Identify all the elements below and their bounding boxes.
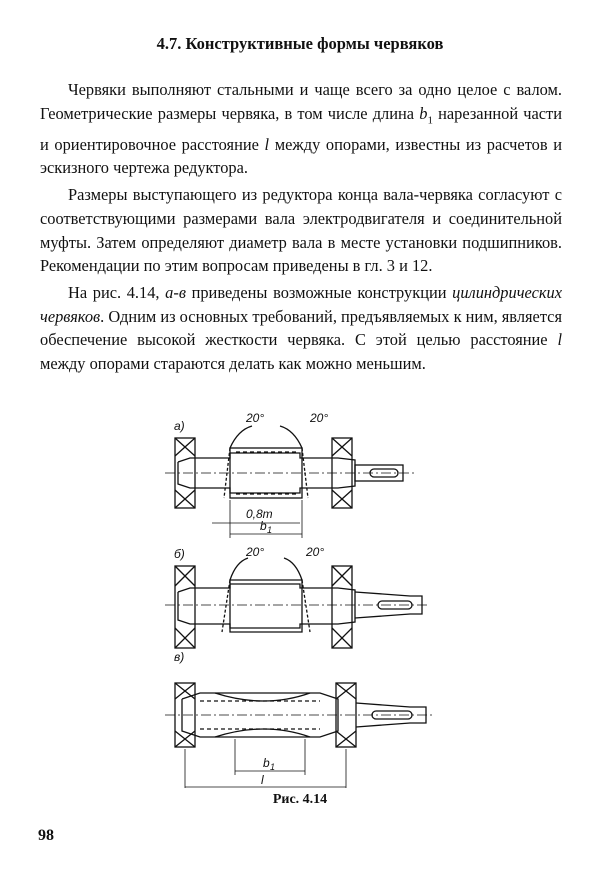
p3-part-a: На рис. 4.14,	[68, 282, 166, 302]
angle-a-left: 20°	[245, 411, 264, 425]
p3-part-d: между опорами стараются делать как можно…	[40, 354, 426, 374]
dim-l-v: l	[261, 773, 264, 787]
p1-part-a: Червяки выполняют стальными и чаще всего…	[40, 80, 562, 123]
dim-b1-a: b	[260, 519, 267, 533]
label-a: а)	[174, 419, 185, 433]
l-symbol: l	[264, 134, 270, 154]
shaft-b-drawing	[165, 557, 428, 649]
figure-ref: а-в	[165, 282, 186, 302]
angle-b-left: 20°	[245, 545, 264, 559]
angle-a-right: 20°	[309, 411, 328, 425]
paragraph-1: Червяки выполняют стальными и чаще всего…	[40, 78, 562, 180]
p3-part-b: приведены возможные конструкции	[185, 282, 453, 302]
paragraph-2: Размеры выступающего из редуктора конца …	[40, 185, 562, 276]
italic-term: цилиндрических червяков	[40, 282, 562, 326]
p1-part-d: между опорами, известны из расчетов и эс…	[40, 134, 562, 178]
paragraph-3: На рис. 4.14, а-в приведены возможные ко…	[40, 281, 562, 376]
b1-subscript: 1	[427, 113, 433, 126]
p1-part-c: нарезанной части и ориентировочное расст…	[40, 103, 562, 154]
dim-b1-v: b	[263, 756, 270, 770]
section-title: 4.7. Конструктивные формы червяков	[156, 34, 444, 53]
dim-08m: 0,8m	[246, 507, 273, 521]
page-number: 98	[38, 827, 54, 844]
worm-shafts-figure: а) 20° 20° 0,8m b 1 б) 20° 20° в) b 1 l	[165, 411, 432, 788]
b1-symbol: b	[419, 103, 428, 123]
dim-b1-v-sub: 1	[270, 762, 275, 772]
figure-caption: Рис. 4.14	[272, 792, 328, 807]
dim-b1-a-sub: 1	[267, 525, 272, 535]
label-v: в)	[174, 650, 184, 664]
shaft-a-drawing	[165, 425, 415, 538]
shaft-v-drawing	[165, 682, 432, 788]
angle-b-right: 20°	[305, 545, 324, 559]
body-text: Червяки выполняют стальными и чаще всего…	[40, 78, 562, 379]
label-b: б)	[174, 547, 185, 561]
l-symbol-2: l	[557, 330, 562, 350]
p3-part-c: . Одним из основных требований, предъявл…	[40, 306, 562, 350]
